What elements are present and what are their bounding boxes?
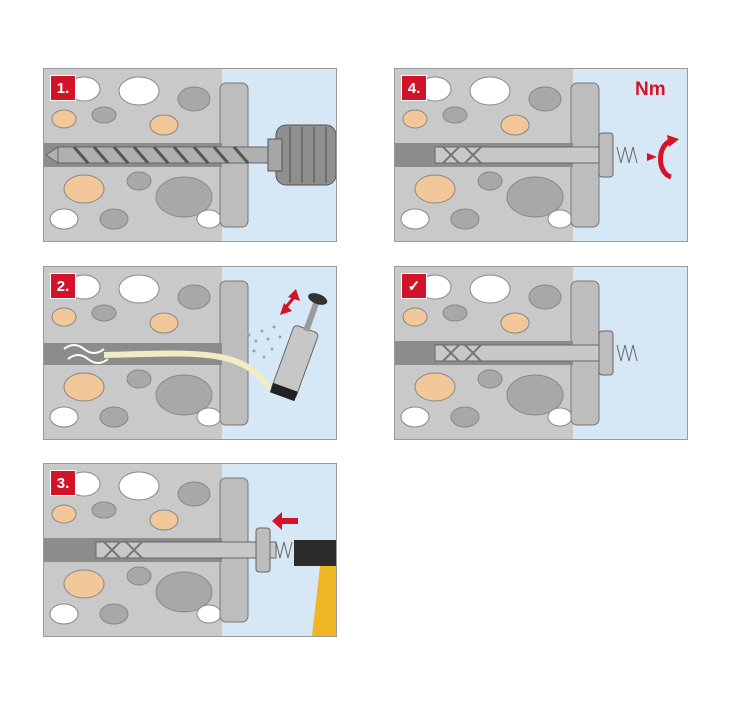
aggregate-stone	[49, 406, 79, 428]
aggregate-stone	[402, 109, 428, 129]
anchor-bolt-icon	[95, 527, 293, 573]
mounting-plate	[219, 280, 249, 426]
aggregate-stone	[414, 372, 456, 402]
step-2-panel: 2.	[43, 266, 337, 440]
left-arrow-icon	[272, 512, 298, 530]
aggregate-stone	[118, 76, 160, 106]
aggregate-stone	[155, 374, 213, 416]
aggregate-stone	[402, 307, 428, 327]
aggregate-stone	[196, 209, 222, 229]
aggregate-stone	[177, 284, 211, 310]
aggregate-stone	[126, 171, 152, 191]
blow-pump-icon	[269, 293, 328, 402]
aggregate-stone	[500, 312, 530, 334]
aggregate-stone	[91, 501, 117, 519]
aggregate-stone	[99, 406, 129, 428]
aggregate-stone	[49, 603, 79, 625]
aggregate-stone	[99, 208, 129, 230]
aggregate-stone	[51, 504, 77, 524]
aggregate-stone	[528, 86, 562, 112]
aggregate-stone	[506, 176, 564, 218]
torque-label: Nm	[635, 79, 666, 100]
step-5-illustration	[395, 267, 687, 439]
step-5-panel: ✓	[394, 266, 688, 440]
aggregate-stone	[450, 406, 480, 428]
aggregate-stone	[63, 569, 105, 599]
aggregate-stone	[51, 109, 77, 129]
step-4-panel: 4. Nm	[394, 68, 688, 242]
aggregate-stone	[547, 209, 573, 229]
aggregate-stone	[118, 274, 160, 304]
air-swirl	[63, 344, 109, 364]
aggregate-stone	[155, 176, 213, 218]
aggregate-stone	[91, 304, 117, 322]
aggregate-stone	[99, 603, 129, 625]
aggregate-stone	[500, 114, 530, 136]
aggregate-stone	[91, 106, 117, 124]
aggregate-stone	[177, 481, 211, 507]
aggregate-stone	[400, 406, 430, 428]
aggregate-stone	[51, 307, 77, 327]
step-badge: 2.	[50, 273, 76, 299]
aggregate-stone	[149, 509, 179, 531]
aggregate-stone	[477, 369, 503, 389]
dust-spray	[247, 325, 282, 359]
aggregate-stone	[414, 174, 456, 204]
anchor-bolt-icon	[434, 330, 638, 376]
aggregate-stone	[149, 312, 179, 334]
checkmark-icon: ✓	[401, 273, 427, 299]
aggregate-stone	[196, 407, 222, 427]
step-badge: 1.	[50, 75, 76, 101]
aggregate-stone	[177, 86, 211, 112]
drill-bit-icon	[45, 146, 279, 164]
aggregate-stone	[400, 208, 430, 230]
aggregate-stone	[547, 407, 573, 427]
up-down-arrow-icon	[280, 289, 300, 315]
aggregate-stone	[469, 274, 511, 304]
step-3-illustration	[44, 464, 336, 636]
aggregate-stone	[63, 372, 105, 402]
step-badge: 4.	[401, 75, 427, 101]
blow-tube	[103, 350, 272, 391]
step-2-illustration	[44, 267, 336, 439]
step-1-illustration	[44, 69, 336, 241]
aggregate-stone	[155, 571, 213, 613]
step-badge: 3.	[50, 470, 76, 496]
aggregate-stone	[126, 566, 152, 586]
aggregate-stone	[118, 471, 160, 501]
aggregate-stone	[506, 374, 564, 416]
aggregate-stone	[442, 304, 468, 322]
aggregate-stone	[528, 284, 562, 310]
drill-chuck-icon	[267, 124, 336, 186]
aggregate-stone	[477, 171, 503, 191]
aggregate-stone	[196, 604, 222, 624]
aggregate-stone	[149, 114, 179, 136]
step-3-panel: 3.	[43, 463, 337, 637]
aggregate-stone	[442, 106, 468, 124]
aggregate-stone	[49, 208, 79, 230]
anchor-bolt-icon	[434, 132, 638, 178]
aggregate-stone	[63, 174, 105, 204]
aggregate-stone	[450, 208, 480, 230]
step-1-panel: 1.	[43, 68, 337, 242]
aggregate-stone	[126, 369, 152, 389]
aggregate-stone	[469, 76, 511, 106]
hammer-icon	[294, 540, 336, 636]
torque-arrow-icon	[647, 135, 679, 180]
